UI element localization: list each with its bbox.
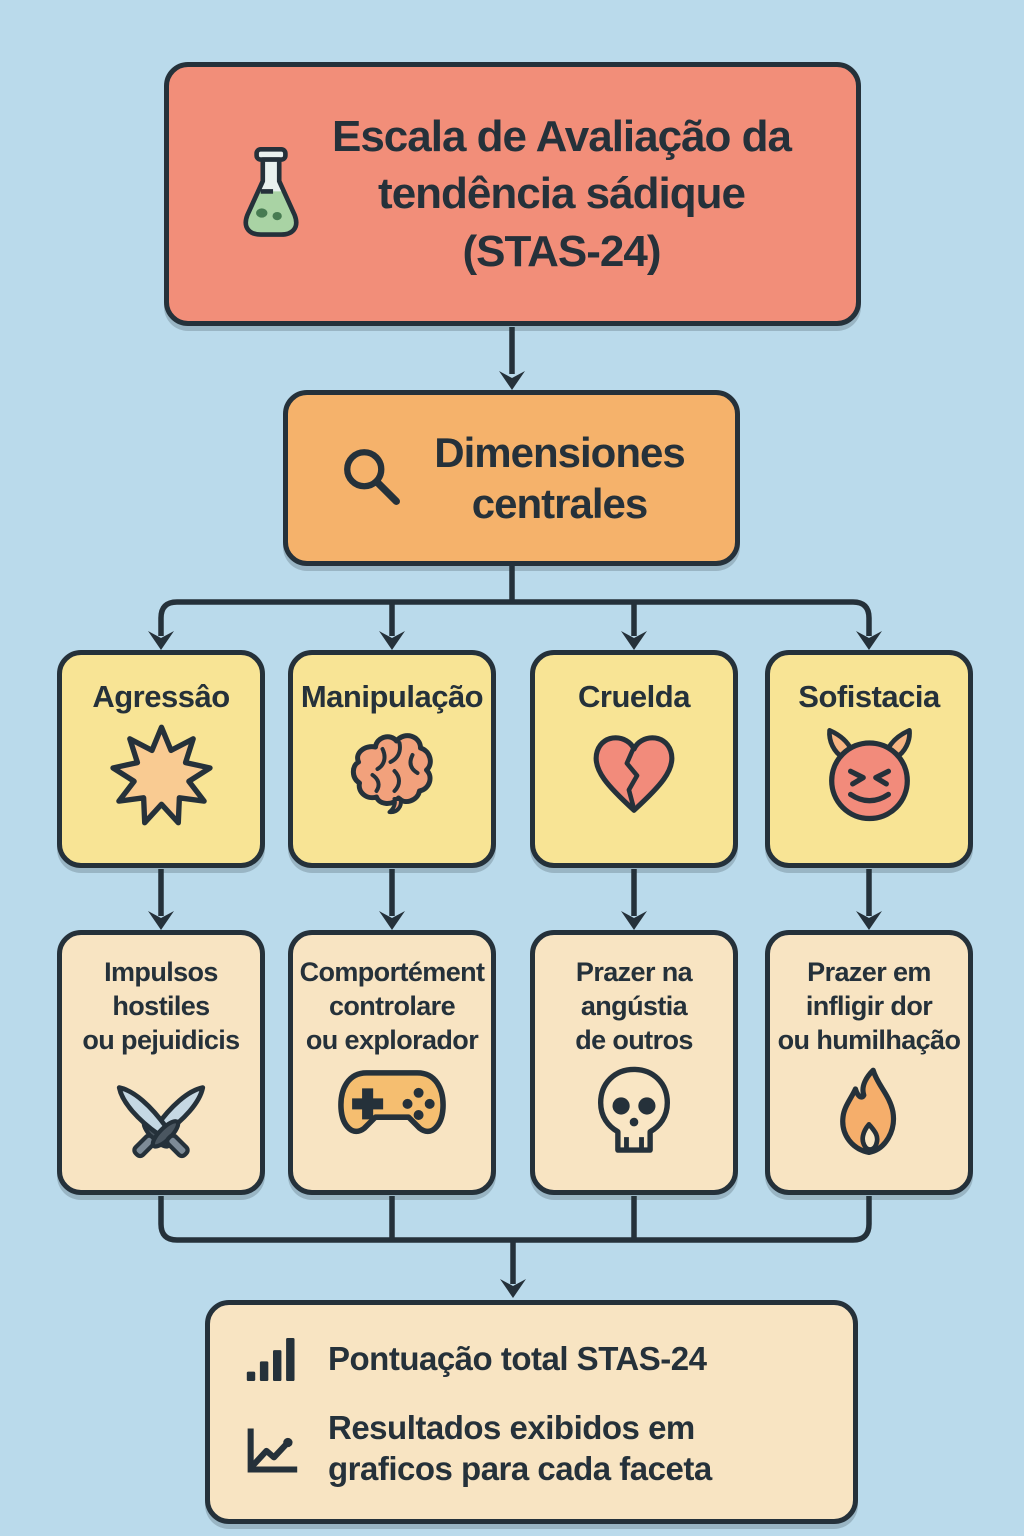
- title-box: Escala de Avaliação da tendência sádique…: [164, 62, 861, 326]
- search-icon: [344, 449, 401, 505]
- brain-icon: [350, 733, 433, 815]
- total-score-label: Pontuação total STAS-24: [328, 1339, 707, 1377]
- line-chart-icon: [247, 1428, 298, 1473]
- facet-box-cruelty: Cruelda: [530, 650, 738, 868]
- results-box: Pontuação total STAS-24 Resultados exibi…: [205, 1300, 858, 1524]
- description-box-sophistication: Prazer em infligir dor ou humilhação: [765, 930, 973, 1195]
- total-score-row: Pontuação total STAS-24: [244, 1335, 819, 1384]
- starburst-icon: [109, 724, 213, 826]
- crossed-swords-icon: [116, 1085, 206, 1159]
- description-box-aggression: Impulsos hostiles ou pejuidicis: [57, 930, 265, 1195]
- broken-heart-icon: [593, 735, 675, 813]
- description-text: Impulsos hostiles ou pejuidicis: [82, 957, 240, 1056]
- description-box-cruelty: Prazer na angústia de outros: [530, 930, 738, 1195]
- dimensions-line: centrales: [471, 480, 648, 527]
- facet-label: Manipulação: [300, 679, 484, 714]
- devil-face-icon: [826, 727, 912, 822]
- dimensions-label: Dimensiones centrales: [434, 427, 685, 529]
- bar-chart-icon: [246, 1337, 295, 1381]
- title-line: tendência sádique: [378, 169, 746, 219]
- facet-label: Sofistacia: [798, 679, 940, 714]
- flame-icon: [840, 1067, 897, 1156]
- results-display-row: Resultados exibidos em graficos para cad…: [244, 1408, 819, 1490]
- facet-label: Cruelda: [578, 679, 690, 714]
- game-controller-icon: [338, 1070, 446, 1135]
- description-text: Comportément controlare ou explorador: [299, 957, 485, 1056]
- facet-box-aggression: Agressâo: [57, 650, 265, 868]
- dimensions-line: Dimensiones: [434, 428, 685, 476]
- skull-icon: [597, 1066, 671, 1153]
- results-display-label: Resultados exibidos em graficos para cad…: [328, 1408, 712, 1487]
- facet-box-sophistication: Sofistacia: [765, 650, 973, 868]
- title-line: Escala de Avaliação da: [331, 112, 792, 162]
- title-line: (STAS-24): [462, 226, 662, 276]
- dimensions-box: Dimensiones centrales: [283, 390, 740, 566]
- page-title: Escala de Avaliação da tendência sádique…: [331, 108, 792, 280]
- facet-box-manipulation: Manipulação: [288, 650, 496, 868]
- description-text: Prazer na angústia de outros: [575, 957, 693, 1056]
- description-box-manipulation: Comportément controlare ou explorador: [288, 930, 496, 1195]
- description-text: Prazer em infligir dor ou humilhação: [777, 957, 961, 1056]
- facet-label: Agressâo: [92, 679, 230, 714]
- flask-icon: [243, 146, 299, 237]
